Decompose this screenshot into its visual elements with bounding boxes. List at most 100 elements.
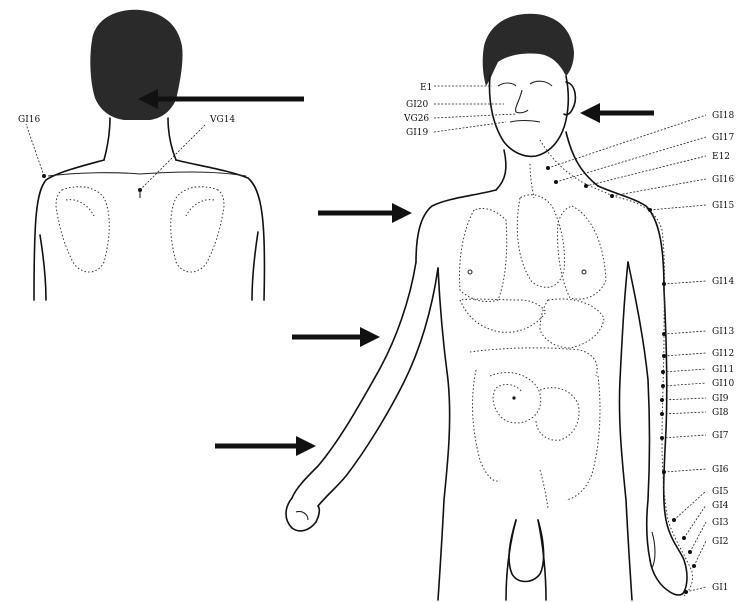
face-leader-gi19: [434, 122, 506, 132]
heart: [517, 195, 564, 288]
meridian-point-gi11: [661, 370, 665, 374]
right-scapula-inner: [186, 200, 214, 216]
meridian-label-gi17: GI17: [712, 133, 734, 143]
meridian-leader-gi6: [664, 469, 706, 472]
face-label-gi20: GI20: [406, 100, 428, 110]
front-left-arm-outer: [292, 262, 416, 498]
meridian-leader-gi4: [684, 505, 706, 538]
back-neck-right: [168, 118, 176, 160]
face-label-vg26: VG26: [403, 114, 429, 124]
meridian-leader-gi9: [662, 398, 706, 400]
meridian-label-gi12: GI12: [712, 349, 734, 359]
meridian-leader-gi3: [690, 522, 706, 552]
trachea: [530, 164, 534, 198]
back-label-vg14: VG14: [209, 115, 235, 125]
left-lung: [460, 208, 507, 301]
ascending-colon: [473, 370, 500, 481]
meridian-label-gi11: GI11: [712, 365, 734, 375]
meridian-point-gi8: [660, 412, 664, 416]
back-view-figure: GI16 VG14: [18, 10, 264, 300]
descending-colon: [566, 376, 600, 500]
meridian-label-gi8: GI8: [712, 408, 729, 418]
meridian-label-gi5: GI5: [712, 487, 729, 497]
front-left-fingers: [296, 511, 308, 520]
meridian-label-gi18: GI18: [712, 111, 734, 121]
navel: [512, 396, 515, 399]
front-torso-left: [438, 268, 450, 600]
meridian-label-gi9: GI9: [712, 394, 729, 404]
back-head-hair: [90, 10, 182, 120]
meridian-point-gi10: [661, 384, 665, 388]
front-right-thumb: [652, 532, 655, 568]
front-mouth: [510, 121, 540, 123]
back-arm-left: [40, 235, 46, 300]
meridian-point-gi6: [662, 470, 666, 474]
front-right-arm-inner: [628, 262, 650, 560]
meridian-label-gi14: GI14: [712, 277, 734, 287]
face-points: E1 GI20 VG26 GI19: [403, 83, 516, 138]
meridian-label-gi3: GI3: [712, 518, 729, 528]
meridian-point-gi4: [682, 536, 686, 540]
meridian-leader-gi2: [694, 541, 706, 566]
meridian-point-gi17: [554, 180, 558, 184]
meridian-leader-gi16: [612, 179, 706, 196]
meridian-point-gi15: [648, 208, 652, 212]
meridian-label-gi6: GI6: [712, 465, 729, 475]
front-shoulder-left: [416, 190, 496, 262]
meridian-leader-gi17: [556, 137, 706, 182]
front-eye-left: [498, 83, 516, 86]
front-view-figure: [286, 14, 693, 600]
meridian-label-e12: E12: [712, 152, 730, 162]
arrow-chest: [318, 203, 412, 223]
meridian-point-gi9: [660, 398, 664, 402]
back-neck: [104, 118, 110, 160]
meridian-leader-gi8: [662, 412, 706, 414]
stomach: [540, 299, 604, 348]
right-scapula: [171, 187, 224, 272]
meridian-point-gi16: [610, 194, 614, 198]
meridian-point-gi18: [546, 166, 550, 170]
meridian-label-gi4: GI4: [712, 501, 729, 511]
meridian-point-gi14: [662, 282, 666, 286]
front-neck-left: [496, 150, 506, 190]
back-collar-line: [48, 172, 246, 176]
front-leg-split-left: [506, 520, 516, 600]
meridian-point-gi1: [684, 590, 688, 594]
left-scapula: [56, 187, 109, 272]
front-left-arm-inner: [318, 268, 438, 506]
back-label-gi16: GI16: [18, 115, 40, 125]
large-intestine-meridian: [612, 196, 693, 596]
meridian-leader-gi15: [650, 205, 706, 210]
right-lung: [558, 206, 607, 299]
transverse-colon: [470, 348, 597, 376]
meridian-label-gi10: GI10: [712, 379, 734, 389]
front-ear: [564, 82, 575, 115]
rectum: [540, 470, 548, 508]
arrow-abdomen: [292, 327, 380, 347]
meridian-point-e12: [584, 184, 588, 188]
meridian-leader-gi18: [548, 115, 706, 168]
meridian-label-gi15: GI15: [712, 201, 734, 211]
front-right-hand: [650, 560, 684, 595]
arrow-forearm: [215, 436, 316, 456]
meridian-point-gi3: [688, 550, 692, 554]
front-left-hand: [286, 498, 319, 531]
front-right-arm-outer: [664, 290, 687, 592]
small-intestine-b: [536, 388, 579, 441]
meridian-point-gi12: [662, 354, 666, 358]
meridian-point-gi2: [692, 564, 696, 568]
back-leader-gi16: [26, 124, 44, 176]
front-leg-split: [538, 520, 546, 600]
meridian-leader-gi13: [664, 331, 706, 334]
meridian-leader-gi12: [664, 353, 706, 356]
back-arm-right: [252, 232, 258, 300]
meridian-label-gi13: GI13: [712, 327, 734, 337]
face-leader-vg26: [434, 114, 516, 118]
meridian-leader-e12: [586, 156, 706, 186]
meridian-label-gi1: GI1: [712, 583, 728, 593]
front-nose: [516, 90, 528, 113]
arrow-neck: [580, 103, 654, 123]
meridian-label-gi2: GI2: [712, 537, 728, 547]
